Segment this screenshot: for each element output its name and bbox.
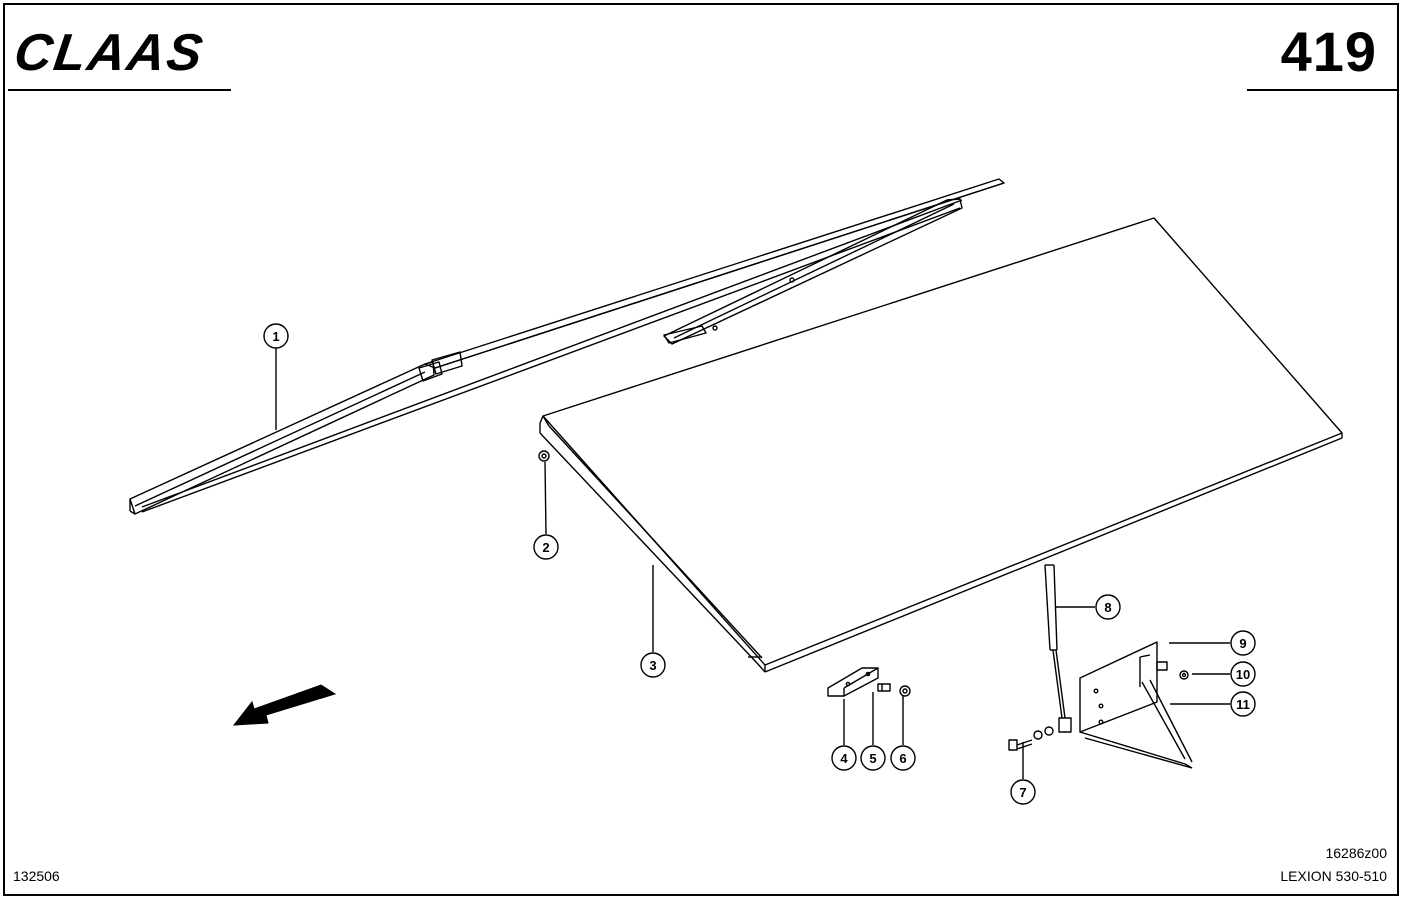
callout-circle-10 [1230, 661, 1256, 687]
machine-model: LEXION 530-510 [1280, 868, 1387, 884]
callout-circle-11 [1230, 691, 1256, 717]
callout-circle-7 [1010, 779, 1036, 805]
sheet-code: 132506 [13, 868, 60, 884]
callout-3: 3 [649, 658, 656, 673]
hinge-bracket-part-4 [827, 667, 879, 697]
callout-circle-1 [263, 323, 289, 349]
bolt-part-5 [877, 683, 891, 692]
leader-lines [275, 348, 1230, 779]
callout-circle-8 [1095, 594, 1121, 620]
callout-circle-5 [860, 745, 886, 771]
exploded-parts-drawing: 1 2 3 4 5 6 7 8 9 10 11 [129, 178, 1343, 805]
footer-right-block: 16286z00 LEXION 530-510 [1280, 842, 1387, 888]
washer-part-10 [1179, 670, 1189, 680]
mounting-bracket-part-11 [1079, 641, 1193, 769]
callout-7: 7 [1019, 785, 1026, 800]
washer-part-6 [899, 685, 911, 697]
drawing-code: 16286z00 [1325, 845, 1387, 861]
cover-panel-part-3 [539, 217, 1343, 673]
bolt-part-9 [1156, 661, 1168, 671]
callout-6: 6 [899, 751, 906, 766]
callout-circle-3 [640, 652, 666, 678]
callout-circle-9 [1230, 630, 1256, 656]
callouts [263, 323, 1256, 805]
callout-5: 5 [869, 751, 876, 766]
callout-1: 1 [272, 329, 279, 344]
callout-circle-2 [533, 534, 559, 560]
bolt-part-7 [1008, 726, 1054, 751]
claas-logo: CLAAS [15, 24, 208, 82]
drawing-sheet: CLAAS 419 [3, 3, 1399, 896]
gas-spring-part-8 [1044, 564, 1072, 733]
header-rule-left [8, 89, 231, 91]
callout-circle-4 [831, 745, 857, 771]
rail-profile-part-1 [129, 178, 1005, 515]
callout-9: 9 [1239, 636, 1246, 651]
callout-10: 10 [1236, 667, 1250, 682]
callout-circle-6 [890, 745, 916, 771]
brand-logo-text: CLAAS [15, 24, 208, 82]
callout-4: 4 [840, 751, 848, 766]
callout-11: 11 [1236, 697, 1250, 712]
callout-2: 2 [542, 540, 549, 555]
nut-part-2 [538, 450, 550, 462]
header-rule-right [1247, 89, 1397, 91]
callout-8: 8 [1104, 600, 1111, 615]
page-number: 419 [1280, 20, 1377, 83]
direction-arrow-icon [232, 684, 337, 726]
